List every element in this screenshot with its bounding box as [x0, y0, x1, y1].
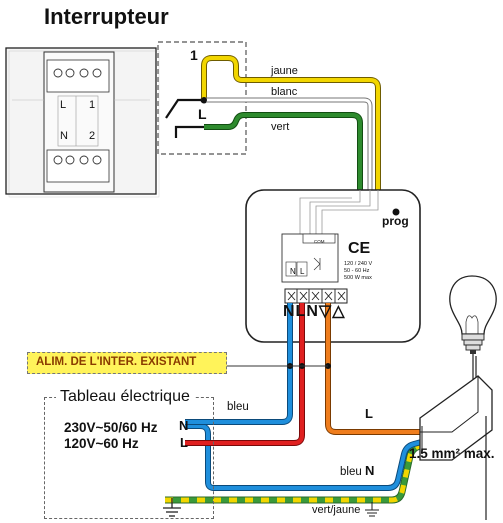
switch-terminal-L-label: L — [198, 106, 207, 122]
tableau-box — [44, 397, 214, 519]
ce-mark: CE — [348, 240, 371, 257]
ground-icon — [365, 502, 379, 517]
switch-inner-N-label: N — [60, 130, 68, 142]
wire-jaune — [201, 55, 381, 192]
wire-jaune-label: jaune — [271, 65, 298, 77]
lamp-socket-icon — [419, 375, 493, 520]
tableau-L-label: L — [180, 435, 188, 450]
wire-section-label: 1.5 mm² max. — [409, 446, 495, 461]
alim-label: ALIM. DE L'INTER. EXISTANT — [36, 356, 197, 368]
switch-inner-2-label: 2 — [89, 130, 96, 142]
wire-rouge-L — [185, 303, 305, 446]
ground-icon — [163, 498, 181, 517]
voltage-120-label: 120V~60 Hz — [64, 436, 139, 451]
module-spec-frequency: 50 - 60 Hz — [344, 268, 370, 274]
prog-button[interactable] — [392, 208, 400, 216]
prog-label: prog — [382, 214, 409, 228]
wire-bleu-N — [185, 423, 441, 491]
module-spec-power: 500 W max — [344, 275, 372, 281]
wire-orange-L — [325, 303, 440, 435]
switch-terminal-1-label: 1 — [190, 47, 198, 63]
module-spec-voltage: 120 / 240 V — [344, 261, 373, 267]
module-terminal-labels: NLN▽△ — [283, 303, 346, 320]
wire-blanc — [204, 97, 373, 192]
tableau-title: Tableau électrique — [56, 388, 194, 406]
wire-bleu-label: bleu — [227, 401, 249, 413]
wire-bleu-N-word: bleu — [340, 466, 362, 478]
alim-label-box — [27, 352, 227, 374]
wire-blanc-label: blanc — [271, 86, 298, 98]
wire-vert-label: vert — [271, 121, 290, 133]
switch-terminal-screws — [53, 68, 102, 165]
switch-body — [5, 47, 160, 198]
wire-bleu-N-label: bleu N — [340, 463, 374, 478]
wire-vert-jaune — [165, 436, 442, 504]
module-terminal-block — [284, 288, 348, 304]
wire-vert-jaune-label: vert/jaune — [312, 504, 361, 516]
switch-inner-1-label: 1 — [89, 99, 96, 111]
tableau-N-label: N — [179, 418, 189, 433]
wire-vert — [204, 112, 363, 192]
light-bulb-icon — [449, 275, 497, 384]
switch-inner-L-label: L — [60, 99, 67, 111]
module-mini-L-label: L — [300, 267, 305, 276]
module-com-label: COM — [314, 239, 325, 244]
page-title: Interrupteur — [44, 4, 169, 29]
voltage-230-label: 230V~50/60 Hz — [64, 420, 158, 435]
module-mini-N-label: N — [290, 267, 296, 276]
wire-bleu — [185, 303, 293, 425]
wire-L-label: L — [365, 406, 373, 421]
wire-bleu-N-letter: N — [364, 463, 375, 478]
